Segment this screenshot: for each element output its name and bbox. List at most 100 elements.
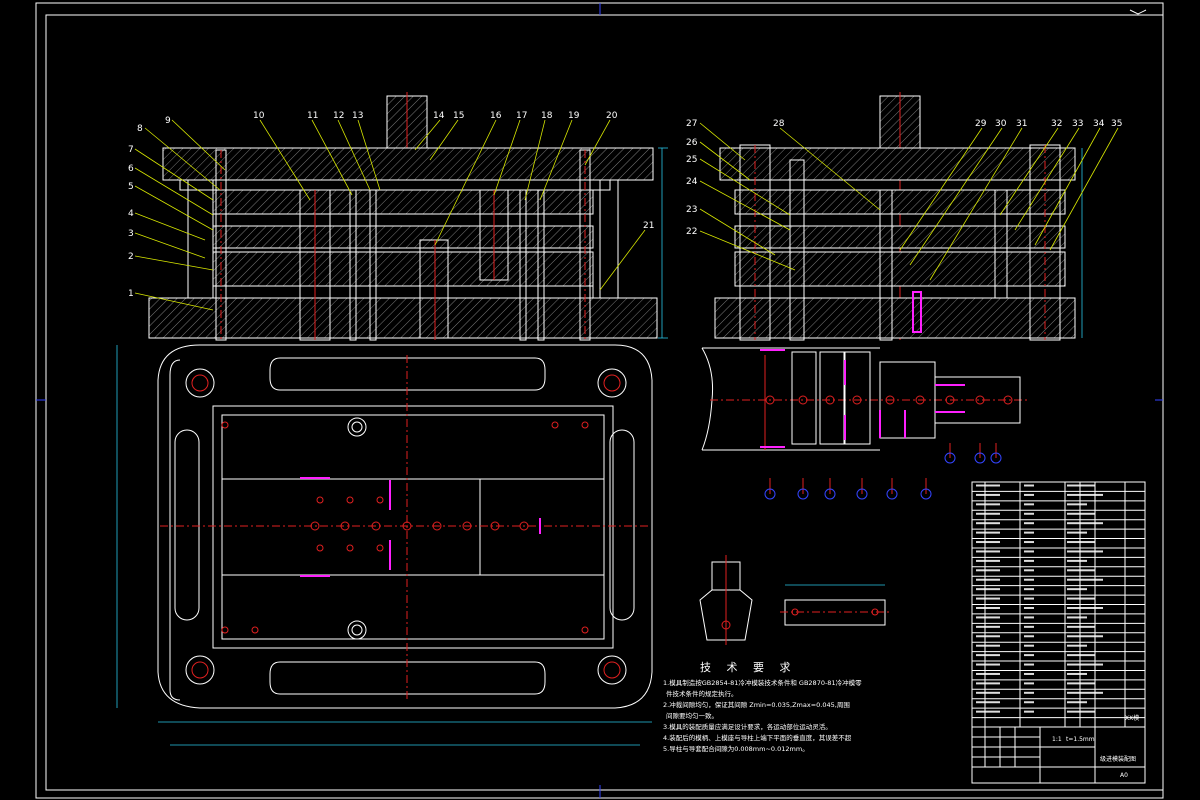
callout-26: 26 xyxy=(686,138,698,148)
title-block-scale: 1:1 xyxy=(1052,736,1062,743)
callout-34: 34 xyxy=(1093,119,1105,129)
bom-row-name xyxy=(1024,569,1034,572)
bom-row-name xyxy=(1024,559,1034,562)
bom-row-name xyxy=(1024,522,1034,525)
bom-row-material xyxy=(1067,682,1095,685)
callout-32: 32 xyxy=(1051,119,1062,129)
technical-requirements: 技 术 要 求 1.模具制造按GB2854-81冷冲模装技术条件和 GB2870… xyxy=(663,661,862,753)
callout-16: 16 xyxy=(490,111,502,121)
front-view-callouts: 1 2 3 4 5 6 7 8 9 10 11 12 13 14 15 16 1… xyxy=(128,111,654,311)
bom-row-code xyxy=(976,541,1000,544)
bom-row-name xyxy=(1024,635,1034,638)
bom-row-name xyxy=(1024,484,1034,487)
bom-row-name xyxy=(1024,663,1034,666)
bom-row-code xyxy=(976,522,1000,525)
callout-27: 27 xyxy=(686,119,697,129)
side-view-callouts: 22 23 24 25 26 27 28 29 30 31 32 33 34 3… xyxy=(686,119,1122,281)
bom-row-material xyxy=(1067,663,1103,666)
plan-view xyxy=(116,344,653,746)
callout-3: 3 xyxy=(128,229,134,239)
callout-28: 28 xyxy=(773,119,785,129)
bom-row-material xyxy=(1067,597,1095,600)
callout-7: 7 xyxy=(128,145,134,155)
bom-row-name xyxy=(1024,644,1034,647)
bom-row-code xyxy=(976,550,1000,553)
callout-6: 6 xyxy=(128,164,134,174)
bom-row-name xyxy=(1024,550,1034,553)
callout-35: 35 xyxy=(1111,119,1122,129)
callout-29: 29 xyxy=(975,119,987,129)
title-block-part-name: XX模 xyxy=(1125,714,1139,722)
tech-req-line: 间隙要均匀一致。 xyxy=(666,711,718,720)
callout-12: 12 xyxy=(333,111,344,121)
callout-22: 22 xyxy=(686,227,697,237)
callout-24: 24 xyxy=(686,177,698,187)
bom-row-material xyxy=(1067,484,1095,487)
bom-row-name xyxy=(1024,710,1034,713)
tech-req-line: 2.冲裁间隙均匀，保证其间隙 Zmin=0.035,Zmax=0.045,周围 xyxy=(663,700,850,709)
callout-31: 31 xyxy=(1016,119,1027,129)
bom-row-code xyxy=(976,607,1000,609)
bom-row-name xyxy=(1024,616,1034,619)
bom-row-code xyxy=(976,625,1000,628)
callout-1: 1 xyxy=(128,289,134,299)
bom-row-name xyxy=(1024,625,1034,628)
callout-9: 9 xyxy=(165,116,171,126)
title-block-material: t=1.5mm xyxy=(1066,736,1095,743)
callout-25: 25 xyxy=(686,155,697,165)
callout-30: 30 xyxy=(995,119,1007,129)
bom-row-code xyxy=(976,597,1000,600)
tech-req-line: 件技术条件的规定执行。 xyxy=(666,689,738,698)
callout-17: 17 xyxy=(516,111,527,121)
callout-13: 13 xyxy=(352,111,363,121)
side-section-view xyxy=(714,92,1083,341)
callout-11: 11 xyxy=(307,111,318,121)
bom-row-material xyxy=(1067,635,1103,638)
bom-row-code xyxy=(976,484,1000,487)
callout-8: 8 xyxy=(137,124,143,134)
bom-row-material xyxy=(1067,531,1087,534)
bom-row-code xyxy=(976,493,1000,496)
bom-row-code xyxy=(976,503,1000,506)
bom-row-code xyxy=(976,672,1000,675)
bom-row-code xyxy=(976,644,1000,647)
bom-row-material xyxy=(1067,588,1087,591)
bom-row-name xyxy=(1024,654,1034,657)
bom-row-name xyxy=(1024,682,1034,685)
title-block: 1:1 t=1.5mm 级进模装配图 XX模 A0 xyxy=(971,714,1146,784)
bom-row-code xyxy=(976,531,1000,534)
drawing-frame xyxy=(35,2,1164,799)
bom-row-material xyxy=(1067,654,1095,657)
bom-row-code xyxy=(976,710,1000,713)
tech-req-line: 5.导柱与导套配合间隙为0.008mm~0.012mm。 xyxy=(663,744,809,753)
bom-row-material xyxy=(1067,503,1087,506)
bom-row-code xyxy=(976,616,1000,619)
callout-10: 10 xyxy=(253,111,265,121)
bom-row-material xyxy=(1067,607,1103,609)
bom-table xyxy=(971,481,1146,728)
bom-row-material xyxy=(1067,672,1087,675)
bom-row-material xyxy=(1067,541,1095,544)
bom-row-code xyxy=(976,559,1000,562)
front-section-view xyxy=(148,92,668,341)
bom-row-material xyxy=(1067,644,1087,647)
bom-row-name xyxy=(1024,672,1034,675)
callout-2: 2 xyxy=(128,252,134,262)
bom-row-code xyxy=(976,635,1000,638)
bom-row-code xyxy=(976,691,1000,694)
bom-row-code xyxy=(976,588,1000,591)
bom-row-name xyxy=(1024,541,1034,544)
bom-row-material xyxy=(1067,522,1103,525)
bom-row-name xyxy=(1024,597,1034,600)
bom-row-material xyxy=(1067,578,1103,581)
datum-marker-group xyxy=(764,443,1002,500)
bom-row-name xyxy=(1024,512,1034,515)
bom-row-code xyxy=(976,682,1000,685)
bom-row-code xyxy=(976,569,1000,572)
tech-req-line: 4.装配后的模柄、上模座与导柱上端下平面的垂直度，其误差不超 xyxy=(663,733,852,742)
bom-row-material xyxy=(1067,493,1103,496)
title-block-drawing-name: 级进模装配图 xyxy=(1100,755,1136,763)
bom-row-name xyxy=(1024,578,1034,581)
callout-18: 18 xyxy=(541,111,553,121)
